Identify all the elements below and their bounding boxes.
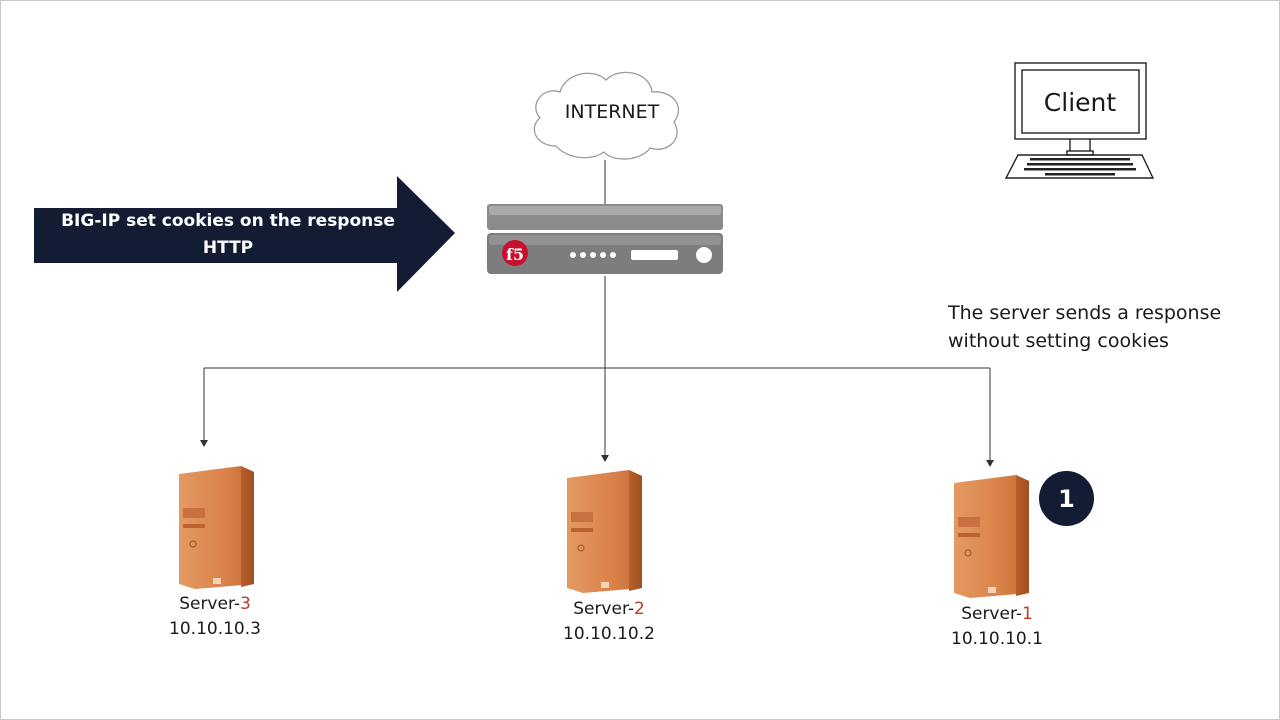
client-keyboard-keys	[1024, 158, 1136, 176]
server-1-icon	[954, 475, 1029, 598]
big-ip-note-line1: BIG-IP set cookies on the response HTTP	[61, 211, 395, 258]
server-3-prefix: Server-	[179, 594, 240, 614]
arrowheads	[200, 440, 994, 467]
server-2-name: Server-2	[509, 599, 709, 619]
server-3-ip: 10.10.10.3	[169, 619, 261, 639]
server-2-ip: 10.10.10.2	[563, 624, 655, 644]
client-label: Client	[1043, 88, 1117, 117]
step-number-badge: 1	[1039, 471, 1094, 526]
server-1-ip: 10.10.10.1	[951, 629, 1043, 649]
server-3-name: Server-3	[115, 594, 315, 614]
server-2-icon	[567, 470, 642, 593]
server-3-number: 3	[239, 594, 251, 614]
distribution-lines	[203, 276, 991, 460]
server-3-icon	[179, 466, 254, 589]
f5-logo-text: f5	[506, 245, 524, 264]
response-note: The server sends a response without sett…	[948, 299, 1248, 355]
big-ip-arrow	[34, 176, 455, 292]
f5-logo-icon	[502, 240, 528, 266]
server-2-prefix: Server-	[573, 599, 634, 619]
big-ip-note-line2: header before sending it	[109, 265, 347, 285]
response-note-line1: The server sends a response	[948, 302, 1222, 324]
server-1-number: 1	[1021, 604, 1033, 624]
big-ip-note: BIG-IP set cookies on the response HTTP …	[38, 208, 418, 289]
server-2-number: 2	[633, 599, 645, 619]
internet-label: INTERNET	[564, 101, 660, 123]
big-ip-appliance	[487, 204, 723, 274]
response-note-line2: without setting cookies	[948, 330, 1169, 352]
client-computer-icon	[1004, 62, 1155, 179]
server-1-prefix: Server-	[961, 604, 1022, 624]
server-1-name: Server-1	[897, 604, 1097, 624]
internet-cloud-icon	[533, 71, 680, 160]
